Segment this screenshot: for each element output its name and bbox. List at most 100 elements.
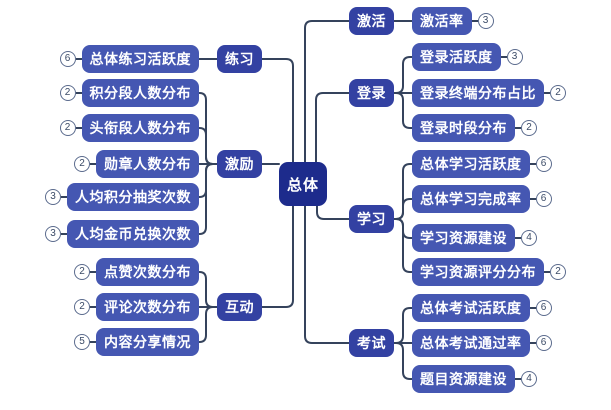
count-badge[interactable]: 2	[74, 156, 90, 172]
leaf-learning-resource-rating-distribution[interactable]: 学习资源评分分布	[412, 258, 544, 286]
count-badge[interactable]: 2	[550, 264, 566, 280]
leaf-overall-exam-activity-row: 总体考试活跃度 6	[412, 294, 552, 322]
leaf-learning-resource-rating-distribution-row: 学习资源评分分布 2	[412, 258, 566, 286]
connector	[256, 58, 294, 185]
leaf-login-activity[interactable]: 登录活跃度	[412, 43, 501, 71]
leaf-points-tier-distribution[interactable]: 积分段人数分布	[81, 79, 199, 107]
count-badge[interactable]: 6	[535, 191, 552, 207]
leaf-activation-rate[interactable]: 激活率	[412, 7, 472, 35]
leaf-overall-learning-activity-row: 总体学习活跃度 6	[412, 150, 552, 178]
leaf-overall-exam-pass-rate[interactable]: 总体考试通过率	[412, 329, 530, 357]
leaf-avg-points-lottery-count[interactable]: 人均积分抽奖次数	[67, 183, 199, 211]
leaf-medal-count-distribution[interactable]: 勋章人数分布	[96, 150, 199, 178]
connector	[304, 20, 350, 185]
count-badge[interactable]: 4	[521, 230, 537, 246]
connector	[388, 218, 413, 273]
count-badge[interactable]: 2	[59, 120, 76, 136]
badge-connector	[90, 271, 96, 273]
count-badge[interactable]: 2	[521, 120, 537, 136]
leaf-overall-practice-activity[interactable]: 总体练习活跃度	[81, 45, 199, 73]
leaf-overall-learning-activity[interactable]: 总体学习活跃度	[412, 150, 530, 178]
connector	[198, 271, 218, 308]
branch-learning-row: 学习	[349, 205, 394, 233]
badge-connector	[529, 163, 536, 165]
count-badge[interactable]: 4	[521, 371, 537, 387]
branch-incentive-row: 激励	[217, 150, 262, 178]
connector	[316, 183, 350, 220]
branch-login[interactable]: 登录	[349, 79, 394, 107]
leaf-learning-resource-construction[interactable]: 学习资源建设	[412, 224, 515, 252]
leaf-comment-count-distribution[interactable]: 评论次数分布	[96, 293, 199, 321]
badge-connector	[75, 127, 82, 129]
badge-connector	[515, 237, 521, 239]
leaf-overall-exam-activity[interactable]: 总体考试活跃度	[412, 294, 530, 322]
connector	[388, 92, 413, 129]
branch-activation-row: 激活	[349, 7, 394, 35]
count-badge[interactable]: 3	[45, 226, 61, 242]
leaf-activation-rate-row: 激活率 3	[412, 7, 494, 35]
leaf-overall-practice-activity-row: 6 总体练习活跃度	[59, 45, 199, 73]
leaf-title-tier-distribution[interactable]: 头衔段人数分布	[81, 114, 199, 142]
branch-incentive[interactable]: 激励	[217, 150, 262, 178]
count-badge[interactable]: 3	[506, 49, 523, 65]
leaf-question-resource-construction[interactable]: 题目资源建设	[412, 365, 515, 393]
branch-interaction-row: 互动	[217, 293, 262, 321]
leaf-content-sharing-status[interactable]: 内容分享情况	[96, 328, 199, 356]
leaf-avg-coin-redemption-count-row: 3 人均金币兑换次数	[45, 220, 199, 248]
badge-connector	[61, 196, 67, 198]
count-badge[interactable]: 5	[74, 334, 90, 350]
badge-connector	[529, 342, 536, 344]
leaf-login-terminal-share-row: 登录终端分布占比 2	[412, 79, 566, 107]
badge-connector	[529, 198, 536, 200]
badge-connector	[90, 163, 96, 165]
branch-exam[interactable]: 考试	[349, 329, 394, 357]
branch-learning[interactable]: 学习	[349, 205, 394, 233]
leaf-overall-learning-completion-rate[interactable]: 总体学习完成率	[412, 185, 530, 213]
badge-connector	[90, 306, 96, 308]
count-badge[interactable]: 6	[535, 156, 552, 172]
badge-connector	[61, 233, 67, 235]
count-badge[interactable]: 2	[74, 299, 90, 315]
badge-connector	[471, 20, 478, 22]
count-badge[interactable]: 2	[550, 85, 566, 101]
branch-practice[interactable]: 练习	[217, 45, 262, 73]
badge-connector	[500, 56, 507, 58]
count-badge[interactable]: 6	[535, 335, 552, 351]
leaf-avg-points-lottery-count-row: 3 人均积分抽奖次数	[45, 183, 199, 211]
leaf-login-time-distribution[interactable]: 登录时段分布	[412, 114, 515, 142]
count-badge[interactable]: 3	[477, 13, 494, 29]
leaf-overall-exam-pass-rate-row: 总体考试通过率 6	[412, 329, 552, 357]
leaf-login-terminal-share[interactable]: 登录终端分布占比	[412, 79, 544, 107]
connector	[256, 183, 294, 308]
connector	[388, 342, 413, 380]
badge-connector	[515, 378, 521, 380]
badge-connector	[515, 127, 521, 129]
count-badge[interactable]: 2	[74, 264, 90, 280]
connector	[304, 183, 350, 344]
badge-connector	[544, 92, 550, 94]
connector	[315, 92, 350, 185]
leaf-comment-count-distribution-row: 2 评论次数分布	[74, 293, 199, 321]
branch-exam-row: 考试	[349, 329, 394, 357]
count-badge[interactable]: 6	[535, 300, 552, 316]
leaf-login-time-distribution-row: 登录时段分布 2	[412, 114, 537, 142]
badge-connector	[90, 341, 96, 343]
leaf-avg-coin-redemption-count[interactable]: 人均金币兑换次数	[67, 220, 199, 248]
count-badge[interactable]: 6	[59, 51, 76, 67]
leaf-content-sharing-status-row: 5 内容分享情况	[74, 328, 199, 356]
branch-activation[interactable]: 激活	[349, 7, 394, 35]
count-badge[interactable]: 3	[45, 189, 61, 205]
leaf-like-count-distribution[interactable]: 点赞次数分布	[96, 258, 199, 286]
leaf-medal-count-distribution-row: 2 勋章人数分布	[74, 150, 199, 178]
leaf-like-count-distribution-row: 2 点赞次数分布	[74, 258, 199, 286]
leaf-question-resource-construction-row: 题目资源建设 4	[412, 365, 537, 393]
branch-interaction[interactable]: 互动	[217, 293, 262, 321]
badge-connector	[75, 58, 82, 60]
count-badge[interactable]: 2	[59, 85, 76, 101]
connector	[198, 306, 218, 343]
root-node[interactable]: 总体	[279, 162, 327, 206]
badge-connector	[544, 271, 550, 273]
branch-login-row: 登录	[349, 79, 394, 107]
